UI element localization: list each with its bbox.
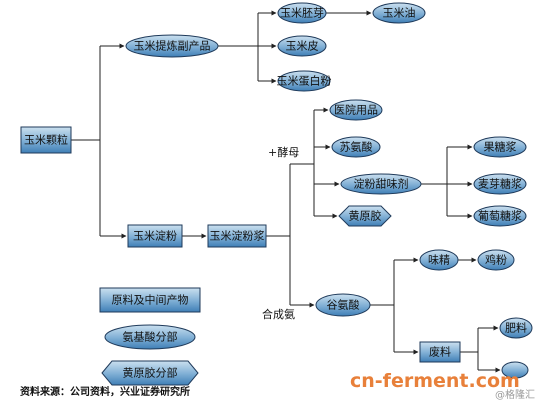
node-corn-starch-shape (127, 224, 183, 248)
node-corn-starch-label: 玉米淀粉 (133, 229, 177, 243)
node-chicken-essence: 鸡粉 (477, 249, 515, 271)
legend-xanthan-branch-label: 黄原胶分部 (123, 366, 178, 380)
watermark-logo: cn-ferment.com @格隆汇 (350, 370, 535, 401)
node-glutamic-acid-label: 谷氨酸 (327, 298, 360, 312)
node-corn-protein-powder: 玉米蛋白粉 (277, 70, 332, 92)
node-corn-oil: 玉米油 (372, 2, 426, 24)
source-note: 资料来源：公司资料，兴业证券研究所 (20, 385, 190, 398)
node-corn-refined-byproducts-label: 玉米提炼副产品 (134, 39, 211, 53)
node-corn-kernel: 玉米颗粒 (20, 126, 72, 154)
node-maltose-syrup-label: 麦芽糖浆 (478, 177, 522, 191)
node-starch-sweetener: 淀粉甜味剂 (340, 173, 422, 195)
node-medical-supplies-label: 医院用品 (334, 103, 378, 117)
node-fructose-syrup-shape (473, 136, 527, 158)
node-corn-protein-powder-shape (277, 70, 331, 92)
legend-raw-intermediate-shape (99, 287, 201, 313)
node-corn-refined-byproducts-shape (125, 34, 219, 58)
node-corn-bran-shape (277, 35, 327, 57)
synthetic-ammonia-label: 合成氨 (262, 307, 295, 321)
legend-xanthan-branch-shape (101, 360, 199, 386)
node-xanthan-gum-label: 黄原胶 (349, 209, 382, 223)
node-corn-refined-byproducts: 玉米提炼副产品 (125, 34, 219, 58)
node-chicken-essence-shape (477, 249, 515, 271)
node-corn-starch-slurry-shape (207, 224, 267, 248)
node-corn-germ-shape (277, 2, 327, 24)
node-glutamic-acid: 谷氨酸 (315, 293, 371, 317)
node-corn-starch-slurry-label: 玉米淀粉浆 (210, 229, 265, 243)
node-fructose-syrup-label: 果糖浆 (484, 140, 517, 154)
legend-amino-acid-branch-label: 氨基酸分部 (123, 330, 178, 344)
node-threonine-shape (331, 136, 381, 158)
node-chicken-essence-label: 鸡粉 (485, 253, 507, 267)
node-waste-liquor-label: 废料 (429, 345, 451, 359)
node-corner-partial-shape (501, 361, 529, 379)
node-corn-starch: 玉米淀粉 (127, 224, 183, 248)
node-corn-bran: 玉米皮 (277, 35, 327, 57)
node-corn-kernel-label: 玉米颗粒 (24, 133, 68, 147)
node-corn-germ: 玉米胚芽 (277, 2, 327, 24)
node-glutamic-acid-shape (315, 293, 371, 317)
node-corn-protein-powder-label: 玉米蛋白粉 (277, 74, 332, 88)
node-corn-oil-label: 玉米油 (383, 6, 416, 20)
legend-item-raw-intermediate: 原料及中间产物 (99, 287, 201, 313)
node-fertilizer: 肥料 (499, 317, 533, 339)
legend-item-amino-acid-branch: 氨基酸分部 (104, 324, 196, 350)
node-medical-supplies: 医院用品 (329, 99, 383, 121)
yeast-label: +酵母 (268, 146, 299, 159)
node-corner-partial (501, 361, 529, 379)
node-msg-shape (419, 249, 459, 271)
watermark-sub: @格隆汇 (495, 388, 535, 401)
node-fructose-syrup: 果糖浆 (473, 136, 527, 158)
legend-raw-intermediate-label: 原料及中间产物 (112, 293, 189, 307)
node-maltose-syrup: 麦芽糖浆 (473, 173, 527, 195)
flow-connectors (71, 10, 501, 373)
node-msg-label: 味精 (428, 254, 450, 267)
node-xanthan-gum-shape (338, 205, 392, 227)
node-corn-bran-label: 玉米皮 (286, 40, 319, 53)
legend-item-xanthan-branch: 黄原胶分部 (101, 360, 199, 386)
node-xanthan-gum: 黄原胶 (338, 205, 392, 227)
node-waste-liquor: 废料 (419, 341, 461, 363)
node-glucose-syrup-shape (473, 205, 527, 227)
node-starch-sweetener-shape (340, 173, 422, 195)
node-starch-sweetener-label: 淀粉甜味剂 (354, 177, 409, 191)
node-threonine-label: 苏氨酸 (340, 140, 373, 154)
node-medical-supplies-shape (329, 99, 383, 121)
node-threonine: 苏氨酸 (331, 136, 381, 158)
node-glucose-syrup: 葡萄糖浆 (473, 205, 527, 227)
node-corn-oil-shape (372, 2, 426, 24)
node-glucose-syrup-label: 葡萄糖浆 (478, 209, 522, 223)
node-fertilizer-shape (499, 317, 533, 339)
node-fertilizer-label: 肥料 (505, 321, 527, 335)
node-maltose-syrup-shape (473, 173, 527, 195)
node-msg: 味精 (419, 249, 459, 271)
legend-amino-acid-branch-shape (104, 324, 196, 350)
node-corn-kernel-shape (20, 126, 72, 154)
node-corn-starch-slurry: 玉米淀粉浆 (207, 224, 267, 248)
node-waste-liquor-shape (419, 341, 461, 363)
node-corn-germ-label: 玉米胚芽 (280, 6, 324, 20)
watermark-brand: cn-ferment.com (350, 370, 520, 392)
